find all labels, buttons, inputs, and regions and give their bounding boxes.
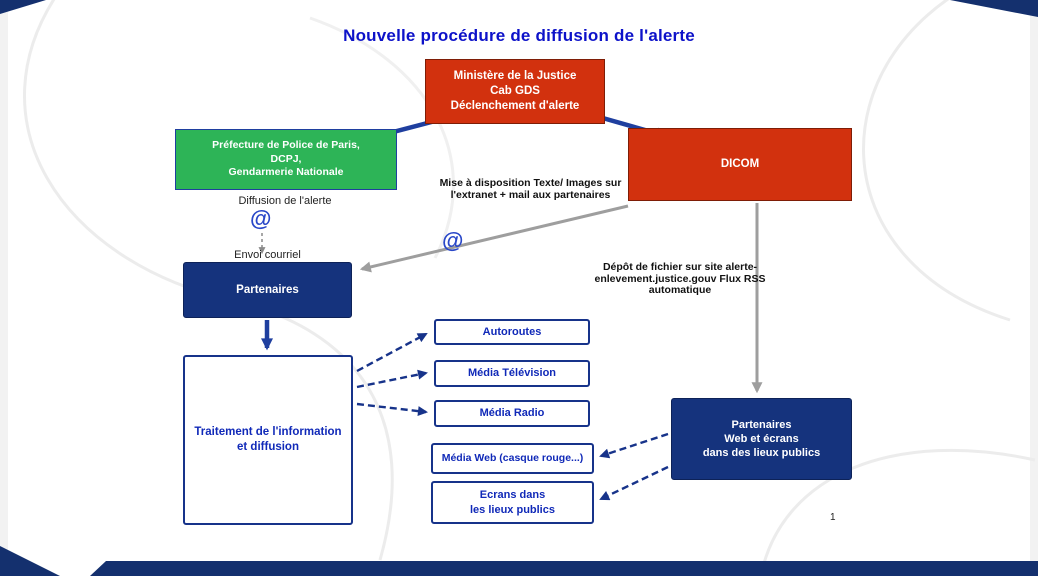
label-diffusion-alerte: Diffusion de l'alerte: [238, 195, 332, 207]
node-text-line: et diffusion: [237, 441, 299, 453]
node-media-television: Média Télévision: [434, 360, 590, 387]
corner-accent-top-left: [0, 0, 46, 14]
label-mise-a-disposition: Mise à disposition Texte/ Images sur l'e…: [428, 177, 633, 201]
edge-strip-right: [1030, 0, 1038, 576]
node-text-line: Traitement de l'information: [194, 426, 342, 439]
node-text-line: Autoroutes: [482, 325, 542, 338]
node-autoroutes: Autoroutes: [434, 319, 590, 345]
annotation-line: Texte/ Images sur l'extranet: [450, 177, 622, 201]
arrow-partenaires-web-to-ecrans: [599, 465, 669, 501]
node-text-line: Déclenchement d'alerte: [450, 99, 580, 112]
page-number: 1: [830, 512, 836, 523]
arrow-traitement-to-autoroutes: [356, 332, 428, 373]
node-text-line: Partenaires: [731, 418, 792, 431]
arrow-partenaires-web-to-media-web: [599, 432, 669, 459]
edge-strip-left: [0, 0, 8, 576]
node-text-line: Partenaires: [236, 283, 299, 296]
node-media-web: Média Web (casque rouge...): [431, 443, 594, 474]
node-traitement-information: Traitement de l'information et diffusion: [183, 355, 353, 525]
node-dicom: DICOM: [628, 128, 852, 201]
corner-accent-top-right: [950, 0, 1038, 17]
node-ecrans-lieux-publics: Ecrans dans les lieux publics: [431, 481, 594, 524]
node-text-line: DICOM: [720, 158, 760, 171]
node-partenaires-web-ecrans: Partenaires Web et écrans dans des lieux…: [671, 398, 852, 480]
node-text-line: Gendarmerie Nationale: [228, 166, 344, 179]
node-text-line: dans des lieux publics: [702, 447, 821, 460]
annotation-line: Mise à disposition: [439, 177, 531, 189]
node-text-line: Média Télévision: [467, 367, 557, 380]
bottom-bar: [90, 561, 1038, 576]
at-sign-icon: @: [442, 228, 464, 253]
arrow-dicom-to-partenaires: [359, 204, 629, 273]
node-text-line: les lieux publics: [470, 503, 555, 516]
annotation-line: Flux RSS automatique: [648, 272, 766, 296]
node-text-line: Web et écrans: [724, 432, 799, 445]
node-text-line: DCPJ,: [270, 152, 302, 165]
arrow-traitement-to-media-radio: [356, 402, 428, 417]
node-partenaires: Partenaires: [183, 262, 352, 318]
annotation-line: alerte-enlevement.justice.gouv: [594, 261, 758, 285]
node-media-radio: Média Radio: [434, 400, 590, 427]
node-ministere-justice: Ministère de la Justice Cab GDS Déclench…: [425, 59, 605, 124]
annotation-line: + mail aux partenaires: [499, 188, 611, 201]
corner-accent-bottom-left: [0, 546, 60, 576]
node-text-line: Préfecture de Police de Paris,: [212, 139, 360, 152]
swirl-decoration: [862, 0, 1011, 322]
node-text-line: Média Radio: [479, 407, 545, 420]
annotation-line: Dépôt de fichier sur site: [602, 261, 723, 273]
node-prefecture-police: Préfecture de Police de Paris, DCPJ, Gen…: [175, 129, 397, 190]
page-title: Nouvelle procédure de diffusion de l'ale…: [343, 26, 695, 45]
label-envoi-courriel: Envoi courriel: [234, 249, 301, 261]
node-text-line: Cab GDS: [490, 85, 540, 98]
label-depot-fichier: Dépôt de fichier sur site alerte-enlevem…: [582, 261, 778, 297]
node-text-line: Média Web (casque rouge...): [441, 451, 584, 464]
at-sign-icon: @: [250, 206, 272, 231]
node-text-line: Ecrans dans: [479, 489, 546, 502]
node-text-line: Ministère de la Justice: [453, 70, 577, 83]
arrow-traitement-to-media-television: [356, 369, 428, 389]
